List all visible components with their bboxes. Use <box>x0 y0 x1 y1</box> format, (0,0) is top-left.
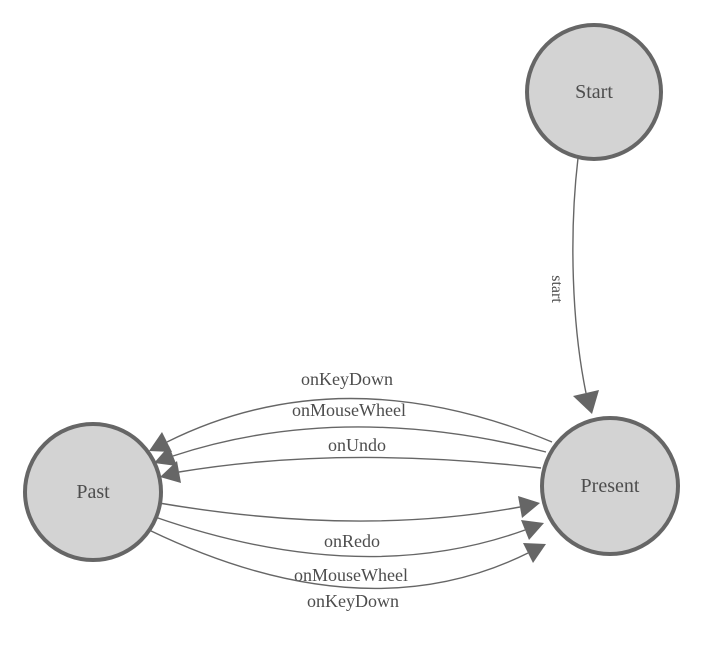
edge-onmousewheel-up-line <box>172 426 547 457</box>
arrowhead-into-present-3 <box>523 543 546 563</box>
edge-label-onmousewheel-up: onMouseWheel <box>292 400 406 420</box>
edge-label-onmousewheel-down: onMouseWheel <box>294 565 408 585</box>
node-present-circle <box>540 416 680 556</box>
node-present: Present <box>540 416 680 556</box>
node-present-label: Present <box>581 475 640 497</box>
nodes-layer: Start Present Past <box>23 23 680 562</box>
arrowhead-into-present-top <box>573 390 599 414</box>
edge-label-start: start <box>548 275 565 303</box>
arrowhead-into-past-2 <box>154 446 177 466</box>
arrowhead-into-past-1 <box>149 432 172 452</box>
arrowhead-into-past-3 <box>160 461 181 483</box>
node-past: Past <box>23 422 163 562</box>
arrowhead-into-present-2 <box>521 520 544 540</box>
edge-past-to-present-onmousewheel: onMouseWheel <box>154 516 544 585</box>
edge-present-to-past-onkeydown: onKeyDown <box>149 369 553 452</box>
node-start: Start <box>525 23 663 161</box>
edge-onmousewheel-down-line <box>154 516 526 558</box>
edge-present-to-past-onundo: onUndo <box>160 435 542 483</box>
edge-label-onkeydown-up: onKeyDown <box>301 369 393 389</box>
edge-past-to-present-onredo: onRedo <box>158 496 540 551</box>
edge-label-onkeydown-down: onKeyDown <box>307 591 399 611</box>
edge-onundo-line <box>178 456 542 473</box>
edge-onkeydown-down-line <box>148 529 529 590</box>
edge-start-to-present: start <box>548 157 599 414</box>
edge-start-line <box>572 157 587 394</box>
edge-label-onredo: onRedo <box>324 531 380 551</box>
node-past-label: Past <box>76 481 110 503</box>
edge-label-onundo: onUndo <box>328 435 386 455</box>
edge-present-to-past-onmousewheel: onMouseWheel <box>154 400 547 466</box>
node-past-circle <box>23 422 163 562</box>
node-start-label: Start <box>575 81 613 103</box>
node-start-circle <box>525 23 663 161</box>
edge-past-to-present-onkeydown: onKeyDown <box>148 529 546 611</box>
edges-layer: start onKeyDown onMouseWheel onUndo <box>148 157 599 611</box>
edge-onredo-line <box>158 502 521 522</box>
arrowhead-into-present-1 <box>518 496 540 518</box>
edge-onkeydown-up-line <box>166 397 553 443</box>
